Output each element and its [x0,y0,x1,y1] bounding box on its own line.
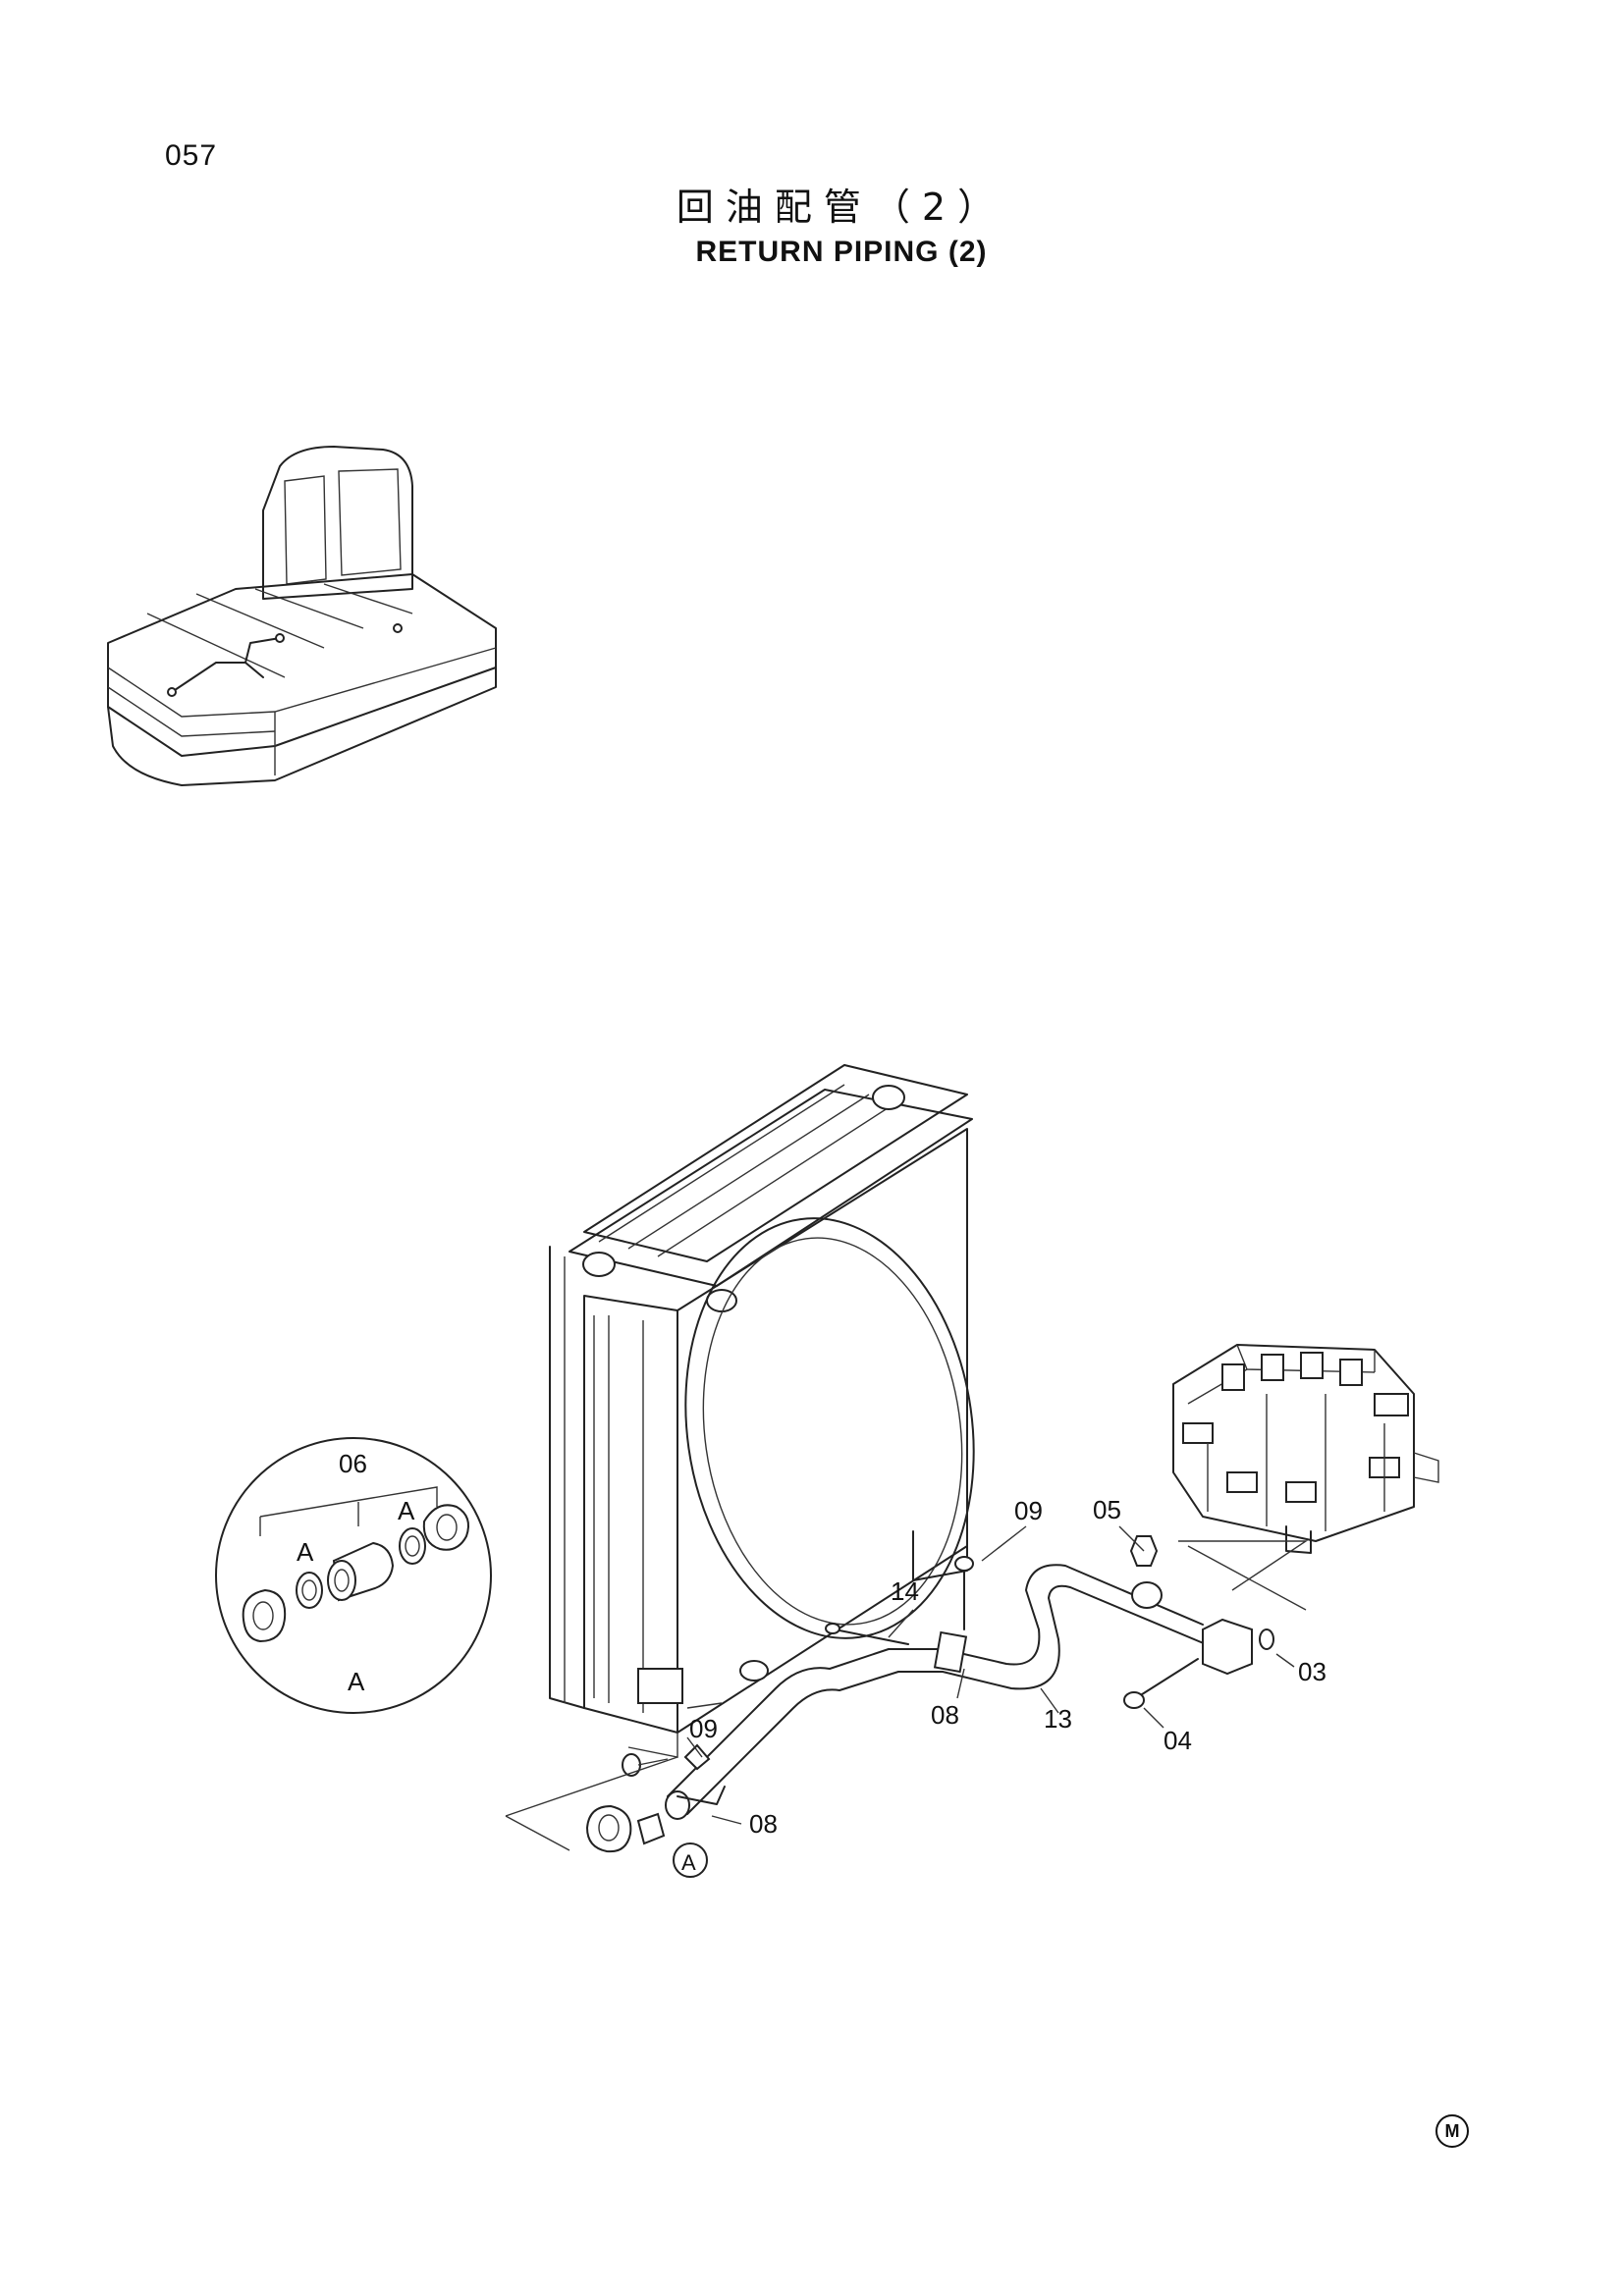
page-number: 057 [165,139,218,172]
lower-clamp-assembly [505,1756,708,1878]
control-valve-illustration [1172,1344,1439,1554]
callout-leaders [686,1525,1295,1825]
callout-09-lower: 09 [689,1714,718,1743]
excavator-overview-illustration [107,446,497,786]
callout-05: 05 [1093,1495,1121,1524]
detail-view-a [215,1437,492,1714]
detail-view-label: A [348,1667,365,1696]
detail-ref-marker: A [681,1850,696,1875]
page-title-english: RETURN PIPING (2) [695,236,988,268]
callout-13: 13 [1044,1704,1072,1734]
page-title-chinese: 回油配管（2） [676,186,1007,229]
callout-03: 03 [1298,1657,1326,1686]
callout-14: 14 [891,1576,919,1606]
return-pipe-illustration [622,1535,1309,1820]
callout-08-upper: 08 [931,1700,959,1730]
callout-09-upper: 09 [1014,1496,1043,1525]
detail-sub-label-right: A [398,1496,415,1525]
radiator-assembly-illustration [549,1064,975,1758]
callout-08-lower: 08 [749,1809,778,1839]
detail-sub-label-left: A [297,1537,314,1567]
corner-mark: M [1435,2114,1469,2148]
callout-04: 04 [1164,1726,1192,1755]
callout-06: 06 [339,1449,367,1478]
